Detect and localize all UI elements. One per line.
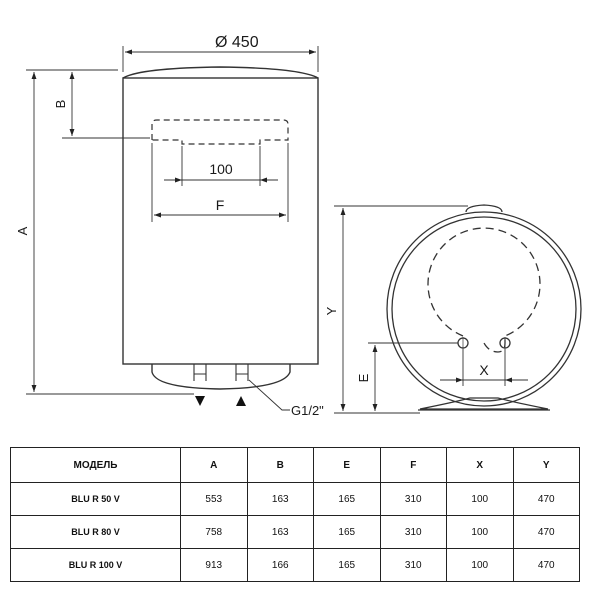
table-row: BLU R 80 V 758 163 165 310 100 470 xyxy=(10,515,580,549)
connection-label: G1/2" xyxy=(291,403,324,418)
e-cell: 165 xyxy=(313,515,381,549)
cold-pipe xyxy=(193,364,207,381)
mounting-bracket xyxy=(465,204,503,213)
dimension-e-label: E xyxy=(356,373,371,382)
e-cell: 165 xyxy=(313,548,381,582)
b-cell: 163 xyxy=(246,515,314,549)
header-x: X xyxy=(446,447,514,483)
dimension-a-label: A xyxy=(15,226,30,235)
a-cell: 913 xyxy=(180,548,248,582)
tank-top-cap xyxy=(122,66,319,79)
side-labels: Y E X xyxy=(324,306,489,382)
header-y: Y xyxy=(512,447,580,483)
tank-stand xyxy=(419,397,549,410)
inlet-arrow-icon xyxy=(195,396,205,406)
f-cell: 310 xyxy=(379,548,447,582)
front-dimensions xyxy=(26,46,319,411)
header-model: МОДЕЛЬ xyxy=(10,447,181,483)
a-cell: 758 xyxy=(180,515,248,549)
x-cell: 100 xyxy=(446,548,514,582)
dimension-f-label: F xyxy=(216,197,225,213)
side-dimensions xyxy=(334,205,528,414)
header-e: E xyxy=(313,447,381,483)
table-row: BLU R 100 V 913 166 165 310 100 470 xyxy=(10,548,580,582)
dimension-100-label: 100 xyxy=(209,161,233,177)
tank-body xyxy=(122,77,319,365)
diameter-label: Ø 450 xyxy=(215,34,259,51)
dimension-y-label: Y xyxy=(324,306,339,315)
dimension-x-label: X xyxy=(479,362,489,378)
table-row: BLU R 50 V 553 163 165 310 100 470 xyxy=(10,482,580,516)
dimension-b-label: B xyxy=(53,100,68,109)
y-cell: 470 xyxy=(512,515,580,549)
header-a: A xyxy=(180,447,248,483)
hidden-flange-outline xyxy=(151,119,289,145)
tank-inner-circle xyxy=(391,216,577,402)
front-view xyxy=(122,66,319,406)
outlet-arrow-icon xyxy=(236,396,246,406)
model-cell: BLU R 100 V xyxy=(10,548,181,582)
y-cell: 470 xyxy=(512,548,580,582)
f-cell: 310 xyxy=(379,515,447,549)
model-cell: BLU R 50 V xyxy=(10,482,181,516)
x-cell: 100 xyxy=(446,515,514,549)
hot-pipe xyxy=(235,364,249,381)
technical-drawing: Ø 450 B A 100 F G1/2" xyxy=(15,34,582,418)
b-cell: 166 xyxy=(246,548,314,582)
tank-outer-circle xyxy=(386,211,582,407)
a-cell: 553 xyxy=(180,482,248,516)
tank-bottom-cap xyxy=(151,364,291,390)
hidden-heating-element xyxy=(427,227,541,353)
y-cell: 470 xyxy=(512,482,580,516)
side-view xyxy=(386,204,582,411)
model-cell: BLU R 80 V xyxy=(10,515,181,549)
f-cell: 310 xyxy=(379,482,447,516)
x-cell: 100 xyxy=(446,482,514,516)
header-b: B xyxy=(246,447,314,483)
dimensions-table: МОДЕЛЬ A B E F X Y BLU R 50 V 553 163 16… xyxy=(10,447,580,582)
e-cell: 165 xyxy=(313,482,381,516)
table-header-row: МОДЕЛЬ A B E F X Y xyxy=(10,447,580,483)
b-cell: 163 xyxy=(246,482,314,516)
header-f: F xyxy=(379,447,447,483)
front-labels: Ø 450 B A 100 F G1/2" xyxy=(15,34,324,418)
